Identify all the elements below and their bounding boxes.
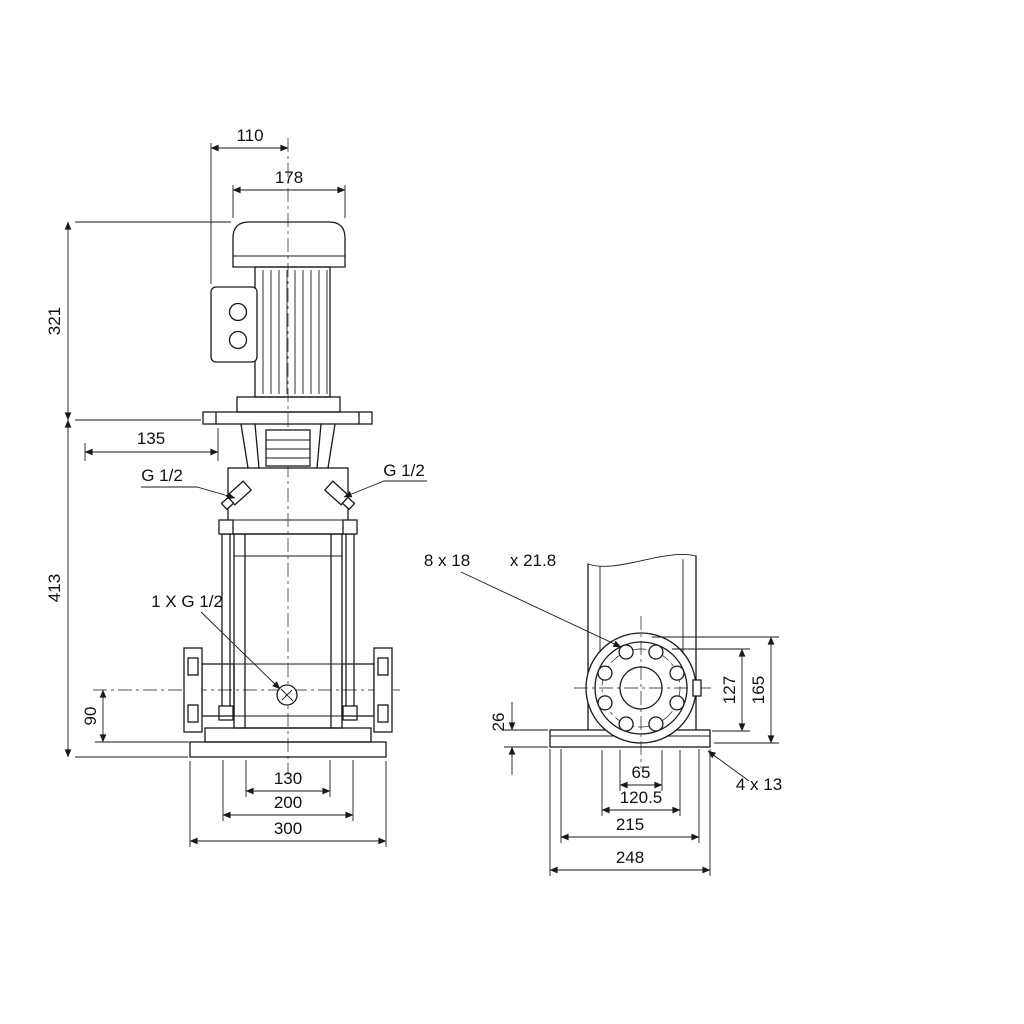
base-plate-front <box>189 727 387 758</box>
dim-178-label: 178 <box>275 168 303 187</box>
cable-entry <box>228 302 248 322</box>
port-left-label: G 1/2 <box>141 466 183 485</box>
pump-column <box>587 554 697 732</box>
dim-248: 248 <box>549 749 711 876</box>
motor-fins <box>262 270 328 394</box>
bolt-holes <box>597 644 685 732</box>
dim-165-label: 165 <box>749 676 768 704</box>
dim-248-label: 248 <box>616 848 644 867</box>
drain-port-label: 1 X G 1/2 <box>151 592 223 611</box>
flange-bore <box>619 666 663 710</box>
dim-135: 135 <box>84 428 219 461</box>
dim-90-label: 90 <box>81 707 100 726</box>
dim-110: 110 <box>210 126 289 284</box>
dim-200-label: 200 <box>274 793 302 812</box>
dim-178: 178 <box>232 168 346 218</box>
dim-65-label: 65 <box>632 763 651 782</box>
dim-120-5: 120.5 <box>601 750 681 816</box>
suction-flange <box>183 647 235 733</box>
dim-110-label: 110 <box>236 126 263 145</box>
dim-321-label: 321 <box>45 307 64 335</box>
base-hole-callout: 4 x 13 <box>707 750 782 794</box>
port-flange <box>574 616 711 768</box>
drain-label: 1 X G 1/2 <box>151 592 281 690</box>
motor-stool <box>240 423 336 469</box>
motor-flange <box>202 411 373 425</box>
discharge-flange <box>341 647 393 733</box>
bolt-circle <box>601 648 681 728</box>
dim-135-label: 135 <box>137 429 165 448</box>
cable-entry <box>228 330 248 350</box>
dim-215: 215 <box>560 749 700 843</box>
motor <box>202 221 373 425</box>
dim-26-label: 26 <box>489 713 508 732</box>
vent-plug-right <box>323 480 356 511</box>
base-holes-label: 4 x 13 <box>736 775 782 794</box>
dim-127: 127 <box>672 648 750 732</box>
dim-165: 165 <box>652 636 779 744</box>
dim-65: 65 <box>619 750 663 791</box>
dim-413: 413 <box>45 419 188 758</box>
flange-counterbore-label: x 21.8 <box>510 551 556 570</box>
dim-90: 90 <box>81 689 189 743</box>
dim-127-label: 127 <box>720 676 739 704</box>
dim-321: 321 <box>45 221 231 421</box>
dim-26: 26 <box>489 702 548 775</box>
port-label-left: G 1/2 <box>141 466 236 500</box>
flange-hole-callout: 8 x 18 x 21.8 <box>424 551 622 648</box>
dim-413-label: 413 <box>45 574 64 602</box>
side-view: 8 x 18 x 21.8 4 x 13 26 127 165 <box>424 551 782 876</box>
dim-130-label: 130 <box>274 769 302 788</box>
dim-130: 130 <box>245 760 331 797</box>
dim-120-5-label: 120.5 <box>620 788 663 807</box>
flange-raised-face <box>594 641 688 735</box>
port-right-label: G 1/2 <box>383 461 425 480</box>
flange-holes-label: 8 x 18 <box>424 551 470 570</box>
drain-plug <box>276 684 298 706</box>
terminal-box <box>210 286 258 363</box>
gauge-tap <box>692 679 702 697</box>
dim-300: 300 <box>189 761 387 847</box>
port-label-right: G 1/2 <box>343 461 427 498</box>
dim-215-label: 215 <box>616 815 644 834</box>
front-view: 110 178 321 413 135 90 <box>45 126 427 847</box>
coupling <box>265 429 311 467</box>
dim-300-label: 300 <box>274 819 302 838</box>
dim-200: 200 <box>222 760 354 821</box>
vent-plug-left <box>220 480 253 511</box>
